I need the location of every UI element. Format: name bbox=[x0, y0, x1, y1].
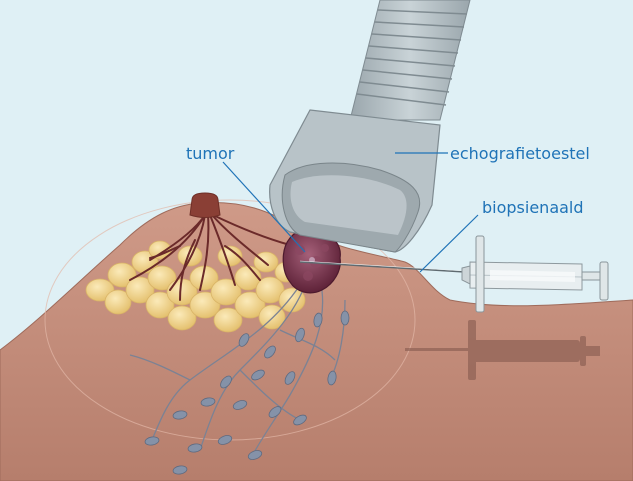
echografietoestel-label: echografietoestel bbox=[450, 144, 590, 163]
biopsienaald-label: biopsienaald bbox=[482, 198, 584, 217]
tumor-label: tumor bbox=[186, 144, 235, 163]
nipple bbox=[190, 193, 220, 218]
